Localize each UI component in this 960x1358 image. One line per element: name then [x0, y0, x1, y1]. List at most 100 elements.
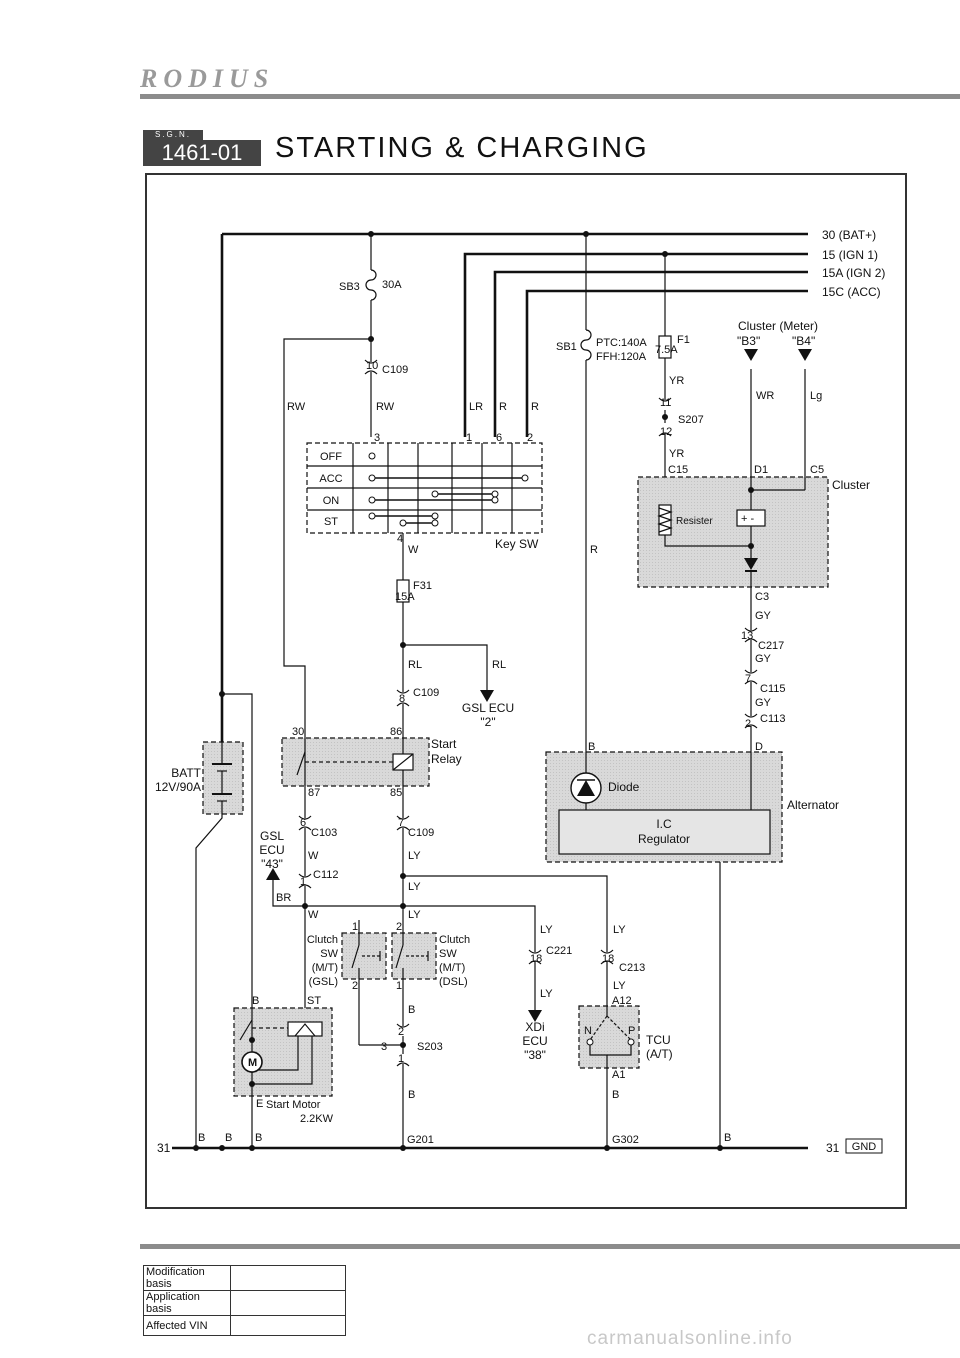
- tcu-n: N: [584, 1025, 592, 1037]
- gsl-ecu-43-label-1: GSL: [260, 829, 284, 843]
- wire-lr: LR: [469, 401, 483, 413]
- clutch-gsl-4: (GSL): [309, 976, 338, 988]
- table-row: Modification basis: [143, 1265, 346, 1291]
- relay-pin-86: 86: [390, 726, 402, 738]
- gnd-box-label: GND: [852, 1141, 877, 1153]
- start-relay-label-1: Start: [431, 737, 457, 751]
- wire-st: ST: [307, 995, 321, 1007]
- mod-basis-label: Modification basis: [143, 1265, 231, 1291]
- pin-s207-12: 12: [660, 426, 672, 438]
- diagram-frame: [145, 173, 907, 1209]
- key-sw-label: Key SW: [495, 537, 539, 551]
- pin-s207-11: 11: [660, 397, 671, 409]
- bus-label-ign2: 15A (IGN 2): [822, 266, 885, 280]
- affected-vin-value: [230, 1315, 346, 1336]
- bottom-divider: [140, 1244, 960, 1249]
- ground-31-left: 31: [157, 1141, 171, 1155]
- f31-name: F31: [413, 580, 432, 592]
- xdi-label-2: ECU: [522, 1034, 547, 1048]
- clutch-dsl-1: Clutch: [439, 934, 470, 946]
- bus-label-bat: 30 (BAT+): [822, 228, 876, 242]
- wire-rl-1: RL: [408, 659, 422, 671]
- conn-c113: C113: [760, 713, 785, 725]
- pin-c213-18: 18: [602, 953, 614, 965]
- diode-label: Diode: [608, 780, 640, 794]
- section-code: S.G.N. 1461-01: [143, 130, 261, 166]
- pin-c115-7: 7: [745, 673, 751, 685]
- conn-c217: C217: [758, 640, 784, 652]
- cluster-label: Cluster: [832, 478, 870, 492]
- pin-s203-3: 3: [381, 1041, 387, 1053]
- pin-c109-7: 7: [398, 817, 404, 829]
- mod-basis-value: [230, 1265, 346, 1291]
- start-relay-label-2: Relay: [431, 752, 462, 766]
- top-divider: [140, 94, 960, 99]
- resister-label: Resister: [676, 516, 713, 527]
- pin-s203-1: 1: [398, 1053, 404, 1065]
- pin-c217-13: 13: [741, 630, 753, 642]
- bus-label-ign1: 15 (IGN 1): [822, 248, 878, 262]
- conn-c109-top: C109: [382, 364, 408, 376]
- f1-rating: 7.5A: [655, 344, 678, 356]
- conn-g201: G201: [407, 1134, 434, 1146]
- conn-c103: C103: [311, 827, 337, 839]
- table-row: Application basis: [143, 1290, 346, 1316]
- lamp-symbol: + -: [741, 513, 754, 525]
- sb1-rating-1: PTC:140A: [596, 337, 647, 349]
- wire-b-3: B: [612, 1089, 619, 1101]
- key-pos-acc: ACC: [319, 473, 342, 485]
- wire-b-alt: B: [588, 741, 595, 753]
- relay-pin-85: 85: [390, 787, 402, 799]
- affected-vin-label: Affected VIN: [143, 1315, 231, 1336]
- key-pin-6: 6: [496, 432, 502, 444]
- clutch-gsl-2: SW: [320, 948, 338, 960]
- app-basis-value: [230, 1290, 346, 1316]
- b4-label: "B4": [792, 334, 815, 348]
- conn-g302: G302: [612, 1134, 639, 1146]
- brand-logo: RODIUS: [140, 64, 275, 93]
- conn-c109-mid: C109: [413, 687, 439, 699]
- wire-w-2: W: [308, 850, 319, 862]
- clutch2-pin-2: 2: [396, 921, 402, 933]
- section-code-number: 1461-01: [143, 140, 261, 166]
- bus-15: [463, 252, 808, 437]
- pin-s203-2: 2: [398, 1026, 404, 1038]
- key-pos-on: ON: [323, 495, 340, 507]
- conn-a12: A12: [612, 995, 632, 1007]
- wire-b-1: B: [408, 1004, 415, 1016]
- conn-c115: C115: [760, 683, 785, 695]
- wire-e: E: [256, 1098, 263, 1110]
- wire-ly-2: LY: [408, 881, 421, 893]
- wire-b-g2: B: [225, 1132, 232, 1144]
- table-row: Affected VIN: [143, 1315, 346, 1336]
- wire-rw-1: RW: [287, 401, 306, 413]
- wire-ly-1: LY: [408, 850, 421, 862]
- relay-pin-87: 87: [308, 787, 320, 799]
- conn-c213: C213: [619, 962, 645, 974]
- gsl-ecu-2-label-1: GSL ECU: [462, 701, 514, 715]
- tcu-p: P: [628, 1025, 635, 1037]
- start-motor-label-2: 2.2KW: [300, 1113, 334, 1125]
- key-pos-st: ST: [324, 516, 338, 528]
- sb1-rating-2: FFH:120A: [596, 351, 647, 363]
- wire-b-2: B: [408, 1089, 415, 1101]
- bus-15c: [525, 289, 808, 437]
- wire-b-motor: B: [252, 995, 259, 1007]
- wire-b-g3: B: [255, 1132, 262, 1144]
- alternator-label: Alternator: [787, 798, 839, 812]
- xdi-label-1: XDi: [525, 1020, 544, 1034]
- wire-r-2: R: [531, 401, 539, 413]
- wire-ly-6: LY: [540, 988, 553, 1000]
- page-title: STARTING & CHARGING: [275, 132, 649, 164]
- conn-c112: C112: [313, 869, 338, 881]
- ic-label: I.C: [656, 817, 672, 831]
- sb1-name: SB1: [556, 341, 577, 353]
- wire-gy-3: GY: [755, 697, 772, 709]
- section-code-tag: S.G.N.: [143, 130, 203, 140]
- wire-w-3: W: [308, 909, 319, 921]
- key-pin-3: 3: [374, 432, 380, 444]
- wire-w-1: W: [408, 544, 419, 556]
- wire-ly-7: LY: [613, 980, 626, 992]
- bus-15a: [493, 270, 808, 437]
